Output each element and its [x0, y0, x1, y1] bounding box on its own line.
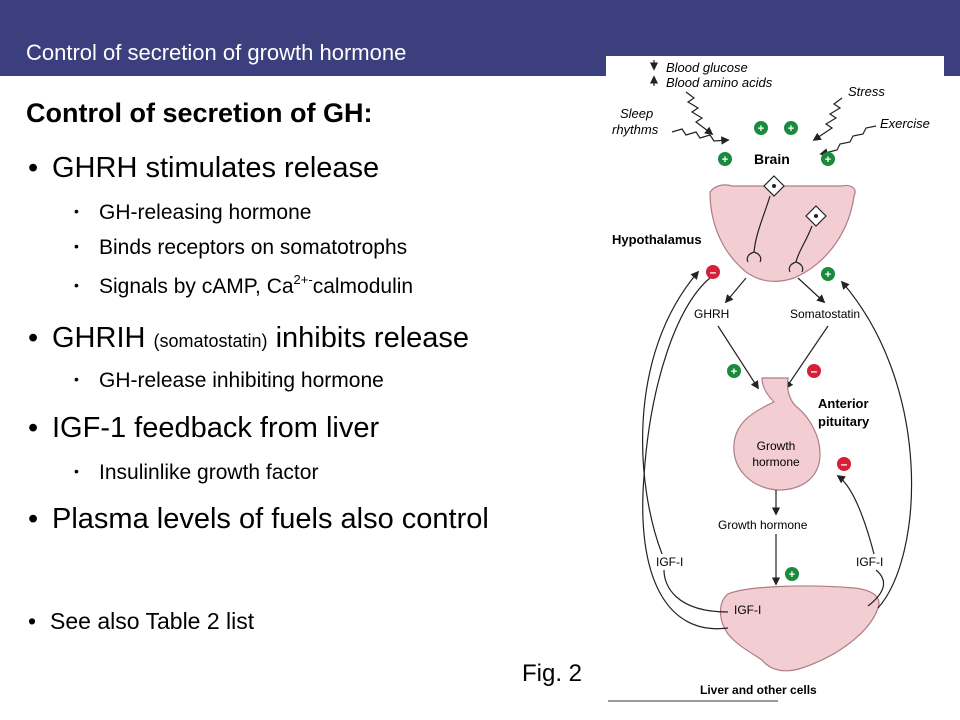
svg-text:+: + [758, 123, 764, 135]
bullet-fuels: •Plasma levels of fuels also control [28, 503, 489, 535]
gh-control-diagram: Blood glucose Blood amino acids Stress S… [606, 56, 944, 706]
plus-icon: + [785, 567, 799, 581]
igf-liver-label: IGF-I [734, 603, 761, 617]
svg-text:–: – [811, 364, 818, 378]
sub-bullet-text: GH-releasing hormone [99, 201, 312, 224]
svg-text:+: + [789, 569, 795, 581]
svg-text:–: – [710, 265, 717, 279]
arrow-exercise-to-brain [819, 125, 877, 157]
sub-bullet-gh-inhibiting: •GH-release inhibiting hormone [74, 369, 384, 392]
plus-icon: + [784, 121, 798, 135]
arrow-blood-to-brain [685, 91, 714, 136]
input-blood-amino-acids: Blood amino acids [666, 75, 773, 90]
gh-output-label: Growth hormone [718, 518, 808, 532]
bullet-ghrh-text: GHRH stimulates release [52, 152, 380, 184]
arrow-igf-right-to-hypothalamus [840, 280, 913, 609]
somatostatin-label: Somatostatin [790, 307, 860, 321]
input-sleep-rhythms-line2: rhythms [612, 122, 659, 137]
sub-bullet-text: calmodulin [312, 275, 414, 298]
bullet-fuels-text: Plasma levels of fuels also control [52, 503, 489, 535]
copyright-line-decoration [608, 700, 778, 702]
ghrh-label: GHRH [694, 307, 729, 321]
figure-label: Fig. 2 [522, 660, 583, 687]
bullet-ghrih: •GHRIH (somatostatin) inhibits release [28, 322, 470, 354]
arrow-igf-left-to-hypothalamus [642, 270, 700, 555]
igf-right-label: IGF-I [856, 555, 883, 569]
hypothalamus-label: Hypothalamus [612, 232, 702, 247]
anterior-pituitary-shape [733, 377, 821, 491]
slide-header-bar: Control of secretion of growth hormone [0, 0, 960, 76]
bullet-table: •See also Table 2 list [28, 608, 255, 634]
anterior-pituitary-label-line2: pituitary [818, 414, 870, 429]
bullet-igf: •IGF-1 feedback from liver [28, 412, 380, 444]
gh-inside-label-line1: Growth [757, 439, 796, 453]
liver-label: Liver and other cells [700, 683, 817, 697]
minus-icon: – [837, 457, 851, 471]
svg-text:+: + [825, 269, 831, 281]
minus-icon: – [706, 265, 720, 279]
sub-bullet-gh-releasing: •GH-releasing hormone [74, 201, 312, 224]
arrow-hypothalamus-to-ghrh [724, 277, 747, 304]
slide-heading: Control of secretion of GH: [26, 98, 373, 128]
arrow-igf-outer-left-loop [642, 277, 729, 630]
input-sleep-rhythms-line1: Sleep [620, 106, 653, 121]
sub-bullet-text: Insulinlike growth factor [99, 461, 319, 484]
input-exercise: Exercise [880, 116, 930, 131]
bullet-ghrih-small: (somatostatin) [153, 331, 268, 351]
sub-bullet-text: Binds receptors on somatotrophs [99, 236, 408, 259]
sub-bullet-text: Signals by cAMP, Ca [99, 275, 294, 298]
input-blood-glucose: Blood glucose [666, 60, 748, 75]
plus-icon: + [821, 152, 835, 166]
diagram-svg: Blood glucose Blood amino acids Stress S… [608, 60, 930, 702]
neuron-icon [788, 205, 827, 273]
sub-bullet-insulinlike: •Insulinlike growth factor [74, 461, 319, 484]
bullet-ghrh: •GHRH stimulates release [28, 152, 380, 184]
svg-text:+: + [722, 154, 728, 166]
bullet-table-text: See also Table 2 list [50, 608, 255, 634]
sub-bullet-signals: •Signals by cAMP, Ca2+-calmodulin [74, 272, 414, 298]
arrow-sleep-to-brain [671, 128, 730, 145]
svg-text:+: + [825, 154, 831, 166]
bullet-igf-text: IGF-1 feedback from liver [52, 412, 380, 444]
arrow-somatostatin-to-pituitary [785, 325, 829, 390]
minus-icon: – [807, 364, 821, 378]
arrow-ghrh-to-pituitary [717, 325, 759, 390]
sub-bullet-receptors: •Binds receptors on somatotrophs [74, 236, 408, 259]
arrow-liver-to-igf-right [867, 569, 885, 607]
igf-left-label: IGF-I [656, 555, 683, 569]
plus-icon: + [754, 121, 768, 135]
bullet-ghrih-text: GHRIH [52, 322, 154, 354]
plus-icon: + [718, 152, 732, 166]
input-stress: Stress [848, 84, 885, 99]
arrow-liver-to-igf-left [663, 569, 729, 613]
svg-text:+: + [731, 366, 737, 378]
liver-shape [719, 585, 880, 672]
bullet-ghrih-text-b: inhibits release [267, 322, 470, 354]
svg-text:–: – [841, 457, 848, 471]
neuron-icon [746, 175, 785, 263]
plus-icon: + [821, 267, 835, 281]
arrow-stress-to-brain [812, 97, 843, 141]
slide-header-title: Control of secretion of growth hormone [26, 40, 407, 65]
hypothalamus-shape [709, 184, 856, 282]
arrow-igf-right-to-pituitary [836, 475, 875, 555]
anterior-pituitary-label-line1: Anterior [818, 396, 869, 411]
plus-icon: + [727, 364, 741, 378]
superscript: 2+- [293, 272, 313, 287]
svg-text:+: + [788, 123, 794, 135]
arrow-hypothalamus-to-somatostatin [797, 277, 826, 304]
gh-inside-label-line2: hormone [752, 455, 800, 469]
brain-label: Brain [754, 151, 790, 167]
sub-bullet-text: GH-release inhibiting hormone [99, 369, 384, 392]
